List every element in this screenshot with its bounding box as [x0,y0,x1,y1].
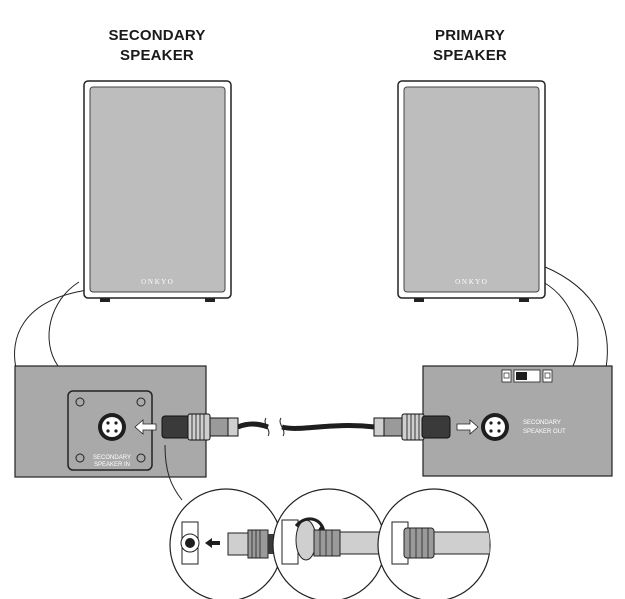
primary-title-line2: SPEAKER [433,47,507,64]
primary-brand-logo: O N K Y O [455,278,487,286]
speaker-in-label-line1: SECONDARY [93,455,131,461]
secondary-speaker-out-jack [481,413,509,441]
primary-speaker: O N K Y O [397,80,546,302]
secondary-speaker-title: SECONDARY SPEAKER [72,26,242,66]
secondary-title-line1: SECONDARY [108,27,206,44]
speaker-out-label-line2: SPEAKER OUT [523,429,566,435]
step1-detail [169,488,283,599]
secondary-brand-logo: O N K Y O [141,278,173,286]
step2-detail [272,488,386,599]
secondary-speaker-in-jack [98,413,126,441]
detail-callout-line [164,444,183,501]
primary-rear-panel: SECONDARY SPEAKER OUT [422,365,613,477]
speaker-in-label-line2: SPEAKER IN [94,462,130,468]
arrow-left-icon [134,419,157,435]
secondary-title-line2: SPEAKER [120,47,194,64]
speaker-cable [161,413,451,441]
arrow-right-icon [456,419,479,435]
primary-callout-line [542,281,579,367]
primary-title-line1: PRIMARY [434,27,505,44]
secondary-callout-line-outer [14,289,89,369]
primary-callout-line-outer [542,265,608,369]
secondary-rear-panel: SECONDARY SPEAKER IN [14,365,207,478]
speaker-out-label-line1: SECONDARY [523,420,561,426]
step3-detail [377,488,491,599]
secondary-speaker: O N K Y O [83,80,232,302]
primary-speaker-title: PRIMARY SPEAKER [385,26,555,66]
speaker-select-switch [501,369,553,383]
secondary-callout-line [48,281,80,367]
